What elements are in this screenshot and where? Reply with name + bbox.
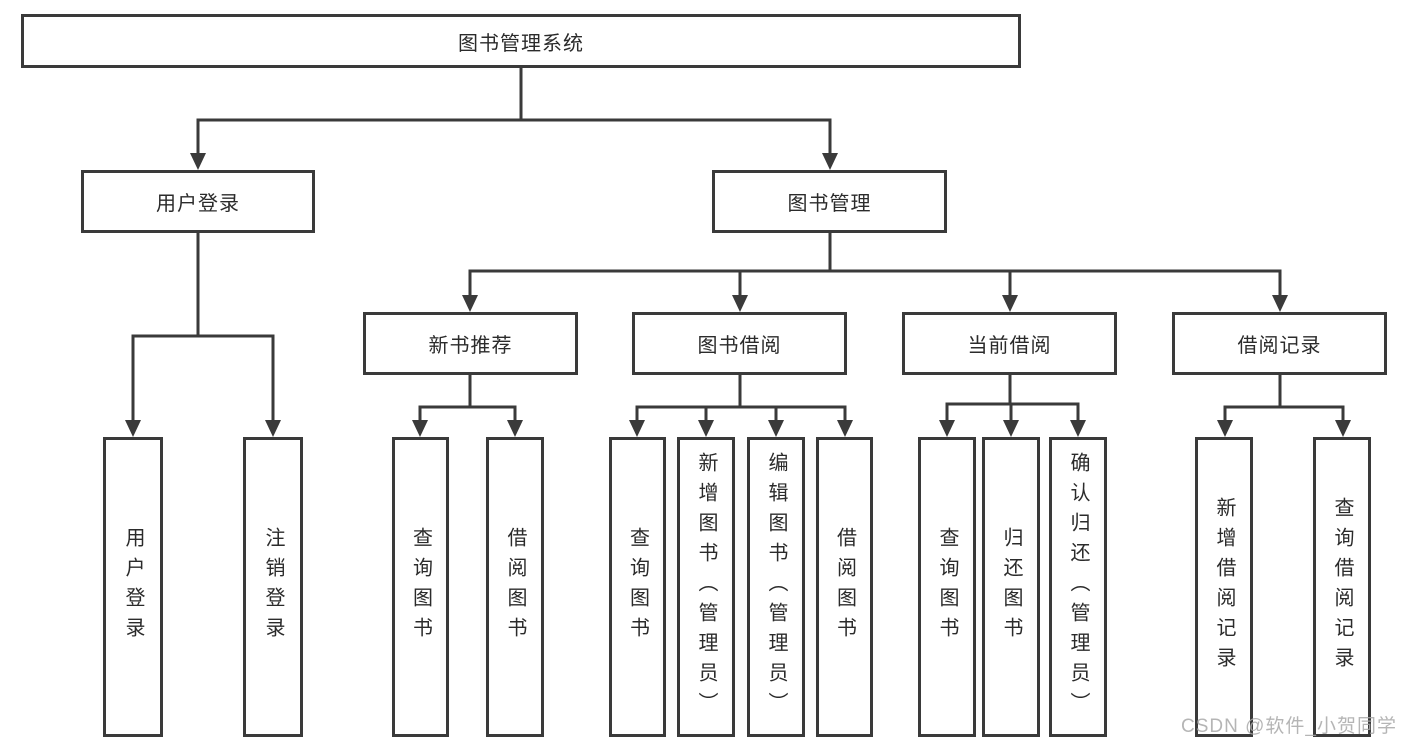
node-book-management: 图书管理 xyxy=(712,170,947,233)
node-current-borrowing: 当前借阅 xyxy=(902,312,1117,375)
node-user-login-leaf: 用户登录 xyxy=(103,437,163,737)
node-label: 新增借阅记录 xyxy=(1213,497,1235,677)
node-label: 借阅记录 xyxy=(1237,335,1322,357)
node-add-books-admin: 新增图书（管理员） xyxy=(677,437,735,737)
node-edit-books-admin: 编辑图书（管理员） xyxy=(747,437,805,737)
node-user-login: 用户登录 xyxy=(81,170,315,233)
node-add-borrow-record: 新增借阅记录 xyxy=(1195,437,1253,737)
node-label: 图书管理系统 xyxy=(458,32,584,55)
node-query-books-borrowing: 查询图书 xyxy=(609,437,666,737)
node-library-management-system: 图书管理系统 xyxy=(21,14,1021,68)
node-label: 当前借阅 xyxy=(967,335,1052,357)
node-logout: 注销登录 xyxy=(243,437,303,737)
node-label: 查询图书 xyxy=(936,527,958,647)
node-query-books-recommend: 查询图书 xyxy=(392,437,449,737)
node-label: 确认归还（管理员） xyxy=(1067,452,1089,722)
node-label: 用户登录 xyxy=(156,193,240,215)
node-book-borrowing: 图书借阅 xyxy=(632,312,847,375)
node-label: 图书借阅 xyxy=(697,335,782,357)
node-label: 新书推荐 xyxy=(428,335,513,357)
node-return-books: 归还图书 xyxy=(982,437,1040,737)
node-label: 借阅图书 xyxy=(833,527,856,647)
node-borrowing-records: 借阅记录 xyxy=(1172,312,1387,375)
node-label: 查询借阅记录 xyxy=(1331,497,1353,677)
node-query-borrow-record: 查询借阅记录 xyxy=(1313,437,1371,737)
node-query-books-current: 查询图书 xyxy=(918,437,976,737)
node-label: 查询图书 xyxy=(626,527,649,647)
node-label: 归还图书 xyxy=(1000,527,1022,647)
node-borrow-books: 借阅图书 xyxy=(816,437,873,737)
node-label: 注销登录 xyxy=(262,527,284,647)
node-label: 图书管理 xyxy=(787,193,872,215)
node-new-book-recommend: 新书推荐 xyxy=(363,312,578,375)
node-label: 编辑图书（管理员） xyxy=(765,452,787,722)
node-label: 新增图书（管理员） xyxy=(695,452,717,722)
node-confirm-return-admin: 确认归还（管理员） xyxy=(1049,437,1107,737)
node-label: 查询图书 xyxy=(409,527,432,647)
node-label: 用户登录 xyxy=(122,527,144,647)
node-label: 借阅图书 xyxy=(504,527,526,647)
node-borrow-books-recommend: 借阅图书 xyxy=(486,437,544,737)
